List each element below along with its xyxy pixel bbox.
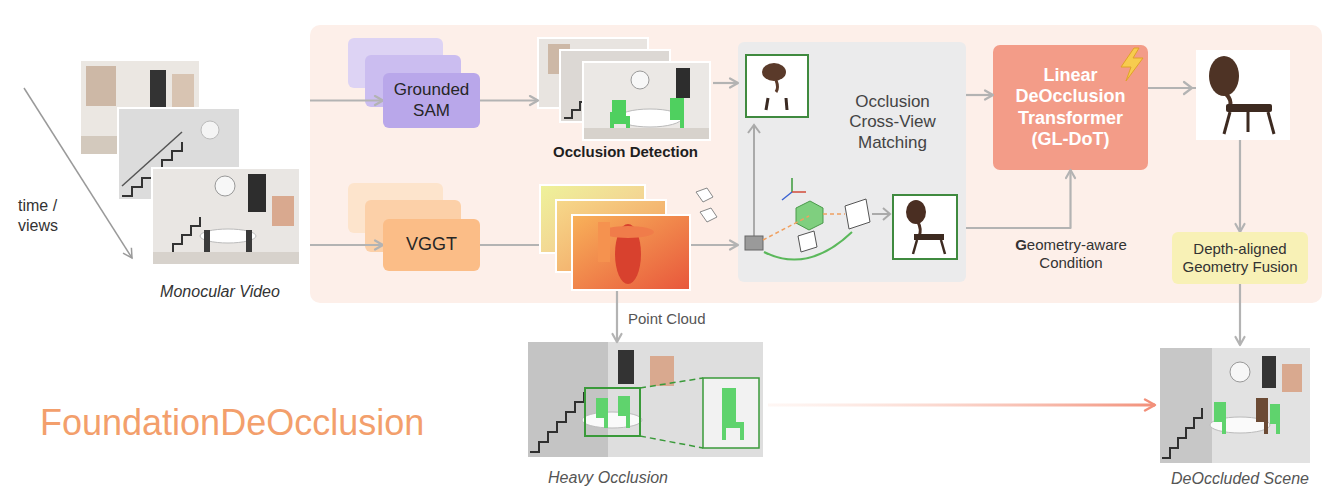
node-label: VGGT — [388, 234, 475, 256]
depth-maps — [540, 185, 690, 290]
annotation-label: time / views — [18, 196, 78, 236]
transformer-bg — [993, 45, 1148, 170]
edge-label: Point Cloud — [628, 310, 728, 328]
deoccluded-scene — [1160, 348, 1310, 463]
connector — [966, 170, 1071, 228]
text-holder: Geometry-aware Condition — [1010, 236, 1132, 272]
text-holder: FoundationDeOcclusion — [40, 401, 510, 444]
scene-panel: DeOccluded Scene — [1155, 345, 1325, 495]
matching-panel-bg — [738, 42, 966, 282]
matching-panel: Occlusion Cross-View Matching — [738, 42, 966, 282]
video-input: Monocular Video — [70, 50, 310, 305]
node-label: Depth-aligned Geometry Fusion — [1177, 240, 1303, 276]
node-label: Occlusion Detection — [538, 143, 713, 161]
pipeline-panel — [310, 25, 1322, 303]
connector — [1239, 284, 1241, 345]
node-label: DeOccluded Scene — [1155, 469, 1325, 488]
scene-panel: Heavy Occlusion — [528, 342, 768, 492]
node-label: Monocular Video — [110, 282, 330, 301]
diagram-title: FoundationDeOcclusion — [40, 401, 510, 444]
process-box: Grounded SAM — [383, 73, 480, 128]
connector — [966, 94, 993, 96]
video-frames — [80, 60, 300, 265]
node-label: Grounded SAM — [388, 80, 475, 121]
transformer-box: Linear DeOcclusion Transformer (GL-DoT) — [993, 45, 1148, 170]
connector — [480, 99, 538, 101]
heavy-occlusion-scene — [528, 342, 763, 457]
process-box: VGGT — [383, 219, 480, 271]
node-label: Occlusion Cross-View Matching — [830, 92, 955, 153]
edge-label: Geometry-aware Condition — [1010, 236, 1132, 272]
connector — [768, 404, 1155, 407]
matching-illustration — [745, 55, 957, 260]
detection-panel: Occlusion Detection — [538, 36, 713, 168]
output-chair — [1184, 50, 1290, 140]
node-label: Linear DeOcclusion Transformer (GL-DoT) — [1001, 65, 1140, 150]
connector — [310, 244, 383, 246]
connector — [310, 99, 383, 101]
text-holder: Point Cloud — [628, 310, 728, 328]
detection-frames — [538, 38, 710, 140]
fusion-box: Depth-aligned Geometry Fusion — [1172, 232, 1308, 284]
connector — [713, 82, 738, 84]
lightning-icon — [1121, 48, 1143, 81]
camera-icons — [696, 188, 717, 222]
node-label: Heavy Occlusion — [528, 468, 688, 487]
text-holder: time / views — [18, 196, 78, 236]
